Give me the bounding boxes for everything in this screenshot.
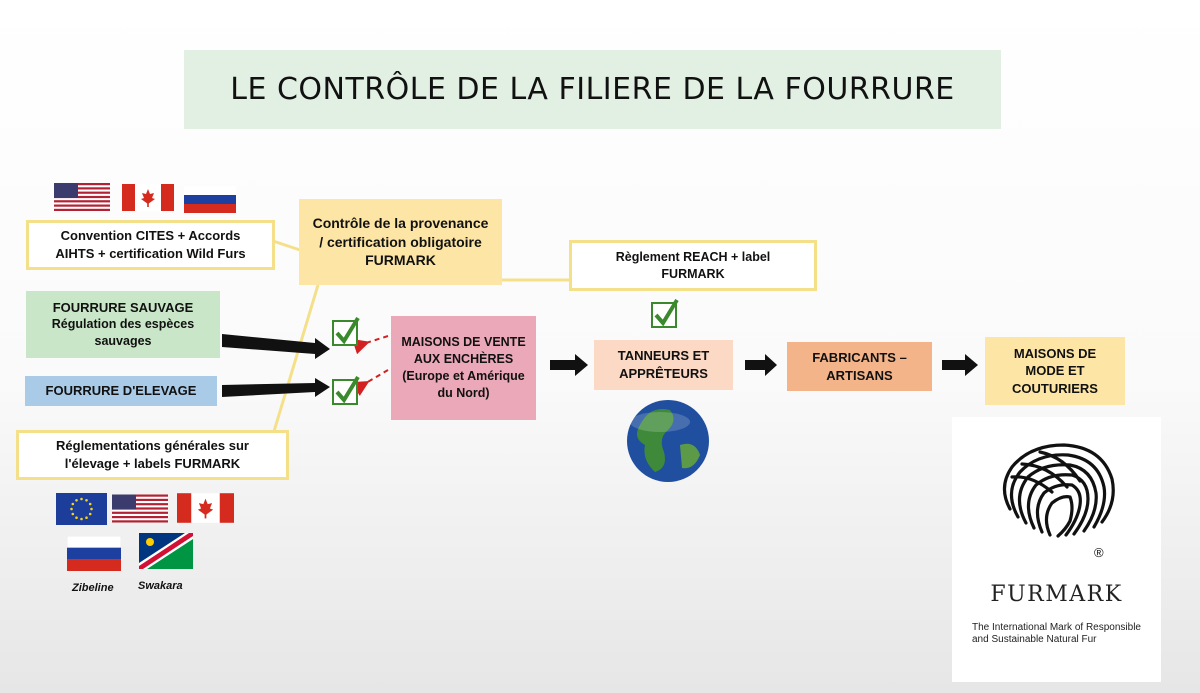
- check-icon: [332, 316, 360, 346]
- caption-swakara: Swakara: [138, 580, 183, 592]
- eu-flag: [56, 493, 107, 525]
- globe-icon: [627, 400, 709, 482]
- arrow-icon: [550, 354, 588, 376]
- furmark-logo-mark: [1002, 443, 1115, 538]
- arrow-icon: [222, 334, 330, 359]
- sauvage-title: FOURRURE SAUVAGE: [52, 299, 194, 315]
- furmark-logo-panel: ® FURMARK The International Mark of Resp…: [952, 417, 1161, 682]
- arrow-icon: [745, 354, 777, 376]
- registered-mark: ®: [1094, 545, 1104, 560]
- furmark-tagline-2: and Sustainable Natural Fur: [972, 634, 1097, 645]
- russia-flag: [184, 186, 236, 213]
- russia-flag: [67, 536, 121, 571]
- fourrure-sauvage-box: FOURRURE SAUVAGE Régulation des espèces …: [26, 291, 220, 358]
- reglementations-box: Réglementations générales sur l'élevage …: [16, 430, 289, 480]
- flow-arrows: [550, 354, 978, 376]
- canada-flag: [122, 184, 174, 211]
- check-icon: [332, 375, 360, 405]
- tanneurs-box: TANNEURS ET APPRÊTEURS: [594, 340, 733, 390]
- controle-box: Contrôle de la provenance / certificatio…: [299, 199, 502, 285]
- usa-flag: [112, 494, 168, 523]
- check-icon: [651, 298, 679, 328]
- reach-box: Règlement REACH + label FURMARK: [569, 240, 817, 291]
- canada-flag: [177, 493, 234, 523]
- namibia-flag: [139, 533, 193, 569]
- fourrure-elevage-box: FOURRURE D'ELEVAGE: [25, 376, 217, 406]
- page-title: LE CONTRÔLE DE LA FILIERE DE LA FOURRURE: [184, 50, 1001, 129]
- maisons-vente-box: MAISONS DE VENTE AUX ENCHÈRES (Europe et…: [391, 316, 536, 420]
- fabricants-box: FABRICANTS – ARTISANS: [787, 342, 932, 391]
- sauvage-subtitle: Régulation des espèces sauvages: [51, 317, 195, 349]
- red-dashed-arrows: [351, 335, 389, 396]
- maisons-mode-box: MAISONS DE MODE ET COUTURIERS: [985, 337, 1125, 405]
- yellow-connectors: [270, 239, 570, 439]
- arrow-icon: [942, 354, 978, 376]
- usa-flag: [54, 183, 110, 211]
- caption-zibeline: Zibeline: [72, 582, 114, 594]
- furmark-logo-name: FURMARK: [990, 582, 1123, 607]
- source-arrows: [222, 334, 330, 397]
- furmark-tagline-1: The International Mark of Responsible: [972, 622, 1141, 633]
- cites-box: Convention CITES + Accords AIHTS + certi…: [26, 220, 275, 270]
- arrow-icon: [222, 378, 330, 397]
